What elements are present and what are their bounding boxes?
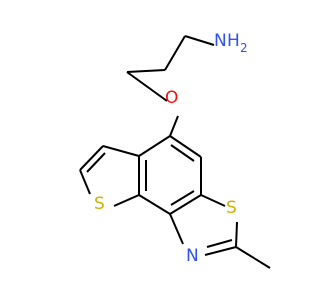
bond-c2t-s xyxy=(79,169,91,195)
bond-c3-o xyxy=(126,71,168,102)
bond-c3t-c2t xyxy=(79,145,104,171)
bond-c4-c5-inner xyxy=(170,144,195,162)
amine-label: N H 2 xyxy=(214,31,248,55)
bond-o-c4 xyxy=(169,115,179,137)
bond-c4a-c3t xyxy=(102,145,140,157)
bond-c2z-methyl xyxy=(235,246,271,269)
atom-labels: N H 2 O S S N xyxy=(94,31,248,266)
thiophene-sulfur: S xyxy=(94,194,105,214)
amine-h: H xyxy=(227,31,240,51)
bond-c5a-c8a xyxy=(169,194,202,215)
bond-c2z-n xyxy=(204,246,237,256)
bonds xyxy=(79,35,271,269)
bond-c1-c2 xyxy=(164,35,186,71)
bond-n-c1 xyxy=(184,35,215,46)
structure-svg: N H 2 O S S N xyxy=(79,31,271,269)
ether-oxygen: O xyxy=(165,88,178,108)
bond-c8a-c8b xyxy=(138,194,171,215)
bond-s-c2z xyxy=(235,221,238,248)
bond-c2-c3 xyxy=(126,69,166,73)
bond-s-c8b xyxy=(113,194,140,207)
bond-c4-c5 xyxy=(169,135,202,158)
thiazole-nitrogen: N xyxy=(186,246,199,266)
amine-n: N xyxy=(214,31,227,51)
thiazole-sulfur: S xyxy=(226,198,237,218)
bond-c5a-s xyxy=(200,194,226,207)
bond-c2z-n-inner xyxy=(206,239,233,248)
bond-n-c8a xyxy=(169,213,184,245)
molecule-diagram: N H 2 O S S N xyxy=(79,31,271,269)
bond-c4-c4a xyxy=(138,135,171,157)
amine-subscript: 2 xyxy=(240,41,248,55)
bond-c3t-c2t-inner xyxy=(86,152,106,173)
bond-c5a-c8a-inner xyxy=(170,190,195,206)
